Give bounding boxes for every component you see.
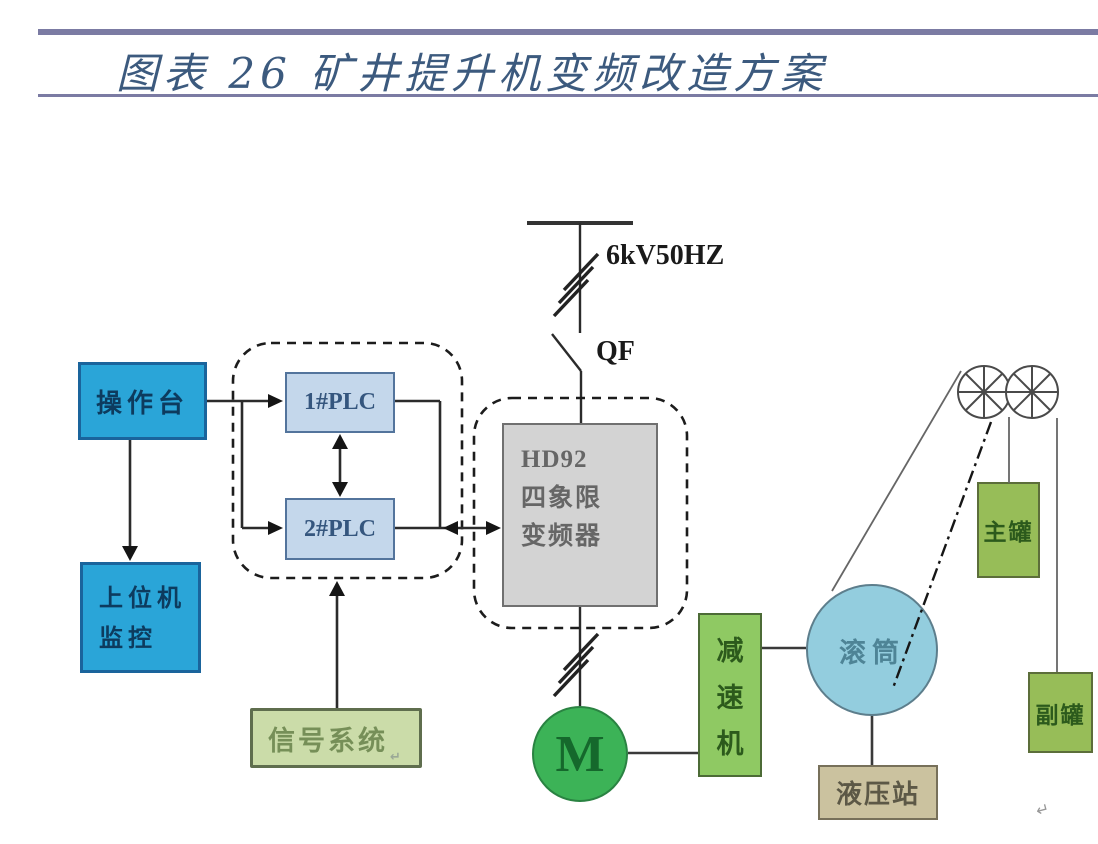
- host-monitor-box: 上位机 监控: [80, 562, 201, 673]
- line-break-mark: ↵: [390, 750, 404, 765]
- title-rule-top: [38, 29, 1098, 35]
- motor-label: M: [555, 725, 605, 783]
- drum-circle: 滚筒: [806, 584, 938, 716]
- breaker-label: QF: [596, 336, 635, 367]
- line-break-mark-bottom: ↵: [1033, 798, 1052, 821]
- motor-circle: M: [532, 706, 628, 802]
- signal-system-label: 信号系统: [268, 725, 389, 757]
- supply-label: 6kV50HZ: [606, 240, 725, 271]
- title-rule-bottom: [38, 94, 1098, 97]
- hydraulic-station-box: 液压站: [818, 765, 938, 820]
- host-monitor-line2: 监控: [99, 623, 157, 652]
- figure-title: 图表 26 矿井提升机变频改造方案: [116, 49, 828, 98]
- inverter-line3: 变频器: [521, 521, 603, 550]
- drum-label: 滚筒: [839, 637, 905, 669]
- breaker-blade: [551, 333, 582, 372]
- main-cage-label: 主罐: [983, 520, 1034, 546]
- console-box: 操作台: [78, 362, 207, 440]
- console-label: 操作台: [95, 388, 189, 419]
- inverter-line2: 四象限: [521, 483, 603, 512]
- aux-cage-label: 副罐: [1035, 702, 1086, 729]
- hydraulic-station-label: 液压站: [835, 780, 920, 810]
- sheave-wheel-left-icon: [957, 365, 1011, 419]
- main-cage-box: 主罐: [977, 482, 1040, 578]
- reducer-char-3: 机: [716, 729, 744, 761]
- drum-to-sheave-rope: [831, 370, 962, 592]
- plc1-label: 1#PLC: [304, 389, 376, 415]
- sheave-wheel-right-icon: [1005, 365, 1059, 419]
- plc1-box: 1#PLC: [285, 372, 395, 433]
- inverter-box: HD92 四象限 变频器: [502, 423, 658, 607]
- plc2-label: 2#PLC: [304, 515, 376, 542]
- inverter-model: HD92: [521, 446, 588, 473]
- reducer-box: 减 速 机: [698, 613, 762, 777]
- aux-cage-box: 副罐: [1028, 672, 1093, 753]
- reducer-char-1: 减: [716, 635, 744, 667]
- three-phase-slashes-top: [552, 252, 600, 318]
- three-phase-slashes-bottom: [552, 632, 600, 698]
- host-monitor-line1: 上位机: [99, 583, 186, 612]
- signal-system-box: 信号系统 ↵: [250, 708, 422, 768]
- reducer-char-2: 速: [716, 682, 744, 714]
- plc2-box: 2#PLC: [285, 498, 395, 560]
